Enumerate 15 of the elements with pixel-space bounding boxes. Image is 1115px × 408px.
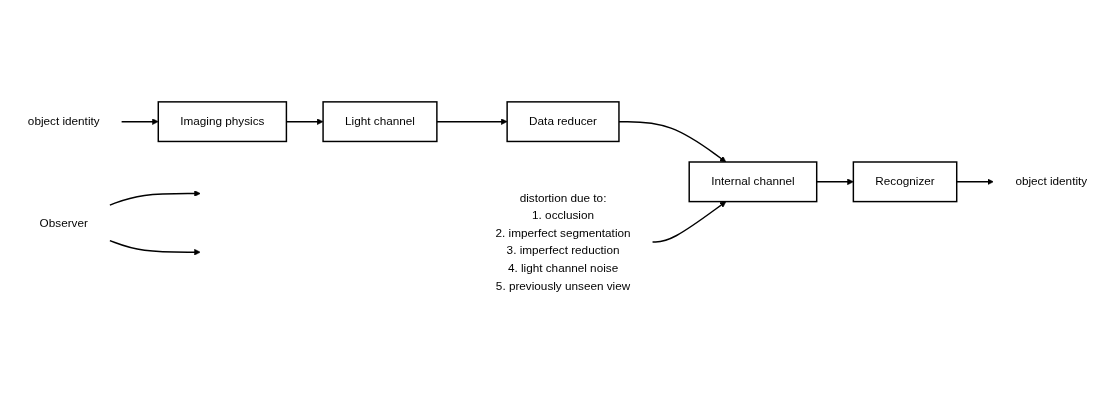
node-text: distortion due to: 1. occlusion 2. imperfect segmentation 3. imperfect reduction 4. light channel noise 5. previously unseen view <box>495 191 631 292</box>
arrow <box>120 118 159 126</box>
node-text: object identity <box>27 115 100 128</box>
node-box: Light channel <box>322 101 438 143</box>
arrow <box>109 240 201 256</box>
node-text: object identity <box>1015 175 1088 188</box>
node-box: Recognizer <box>852 161 958 203</box>
arrow <box>618 121 727 163</box>
arrow <box>651 201 727 243</box>
node-box: Data reducer <box>506 101 620 143</box>
arrow <box>436 118 508 126</box>
arrow <box>109 190 201 207</box>
node-box: Internal channel <box>688 161 818 203</box>
node-text: Observer <box>39 216 88 229</box>
node-box: Imaging physics <box>157 101 288 143</box>
